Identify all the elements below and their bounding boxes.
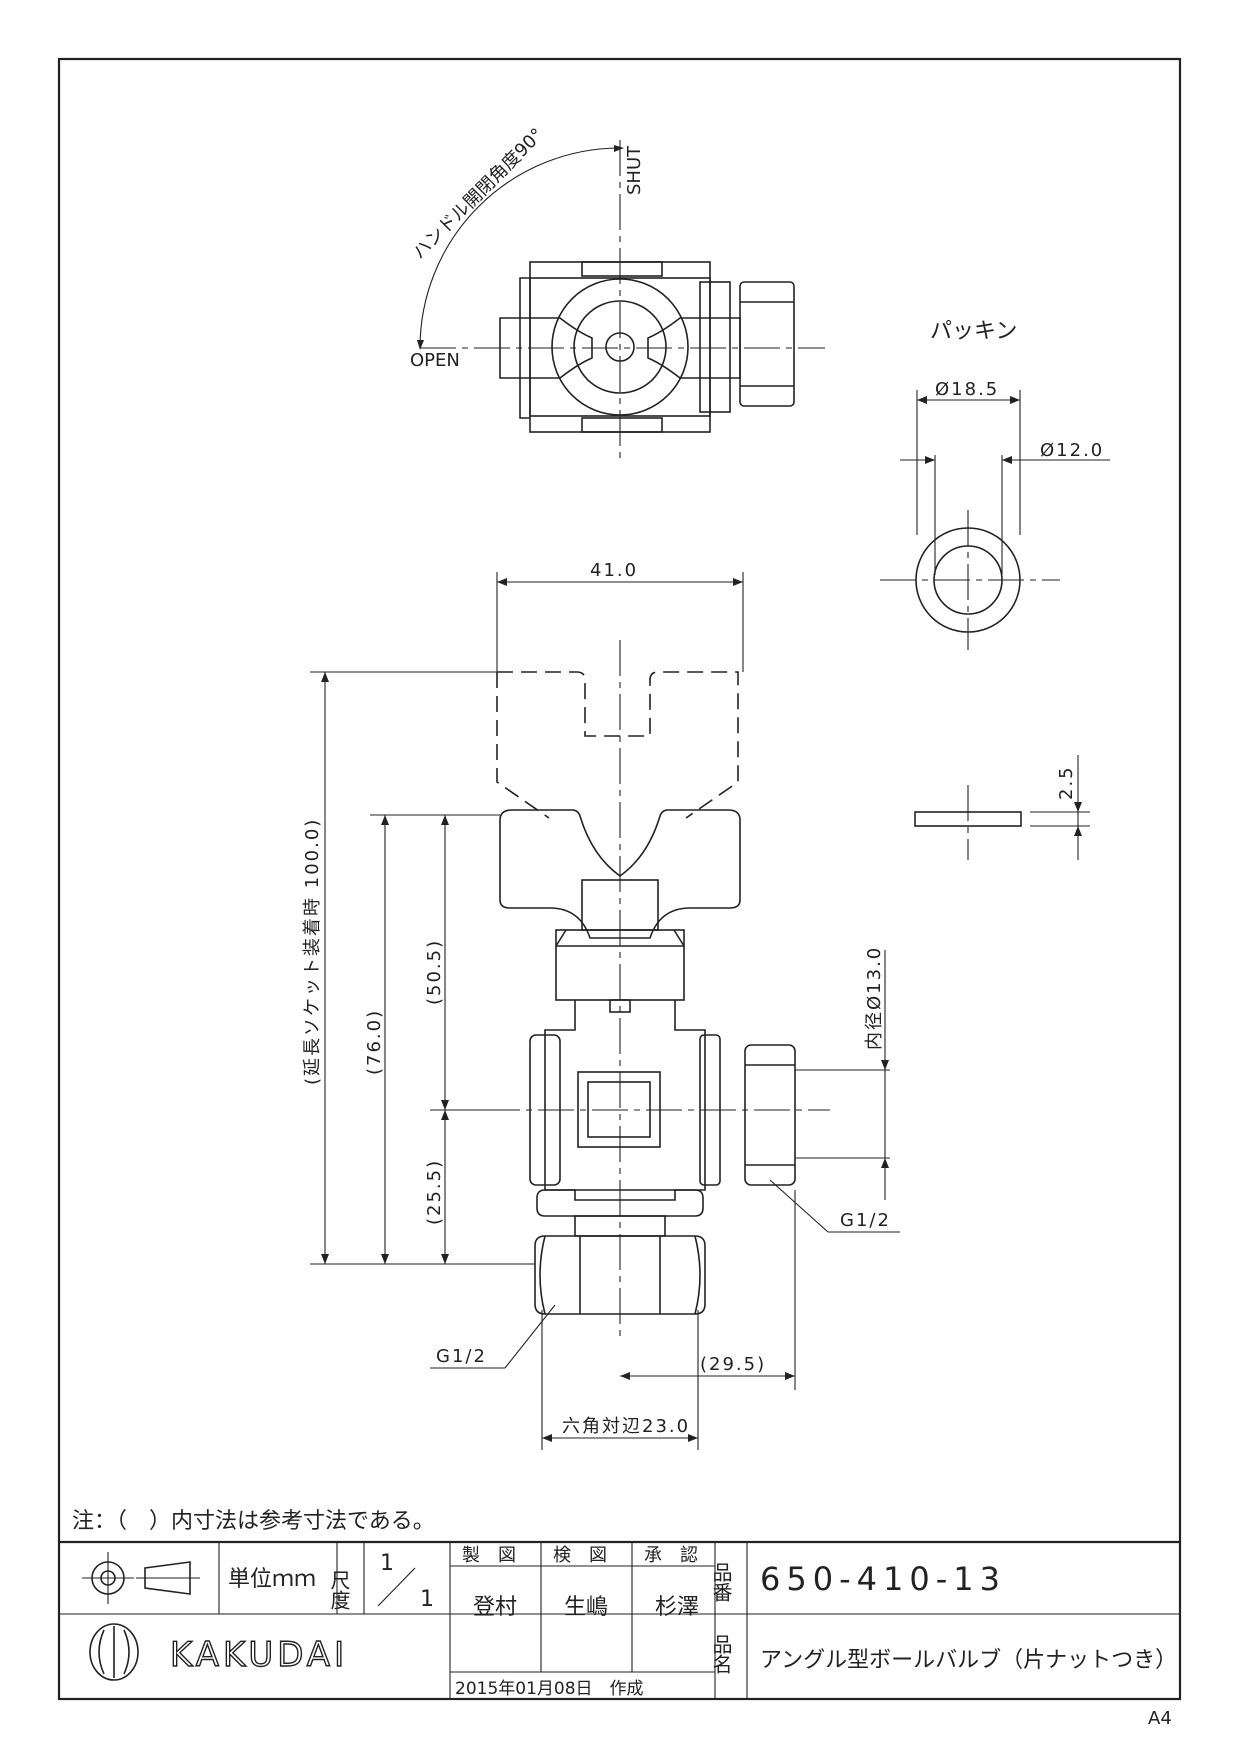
dim-extension: (延長ソケット装着時 100.0) [302,818,323,1085]
packing-dim-outer: Ø18.5 [935,379,999,400]
part-no: 650-410-13 [760,1560,1006,1598]
front-view: 41.0 (延長ソケット装着時 100.0) (76.0) (50.5) (25… [302,560,900,1450]
thread-inlet-label: G1/2 [436,1346,487,1367]
checked-label: 検 図 [553,1545,607,1566]
scale-value-bottom: 1 [420,1587,434,1612]
thread-outlet-label: G1/2 [840,1210,891,1231]
scale-label: 尺度 [327,1570,351,1610]
drawing-note: 注：（ ）内寸法は参考寸法である。 [72,1509,435,1534]
label-shut: SHUT [624,145,645,195]
dim-offset: (29.5) [700,1354,766,1375]
packing-title: パッキン [930,319,1017,344]
dim-width: 41.0 [590,560,638,581]
made-by: 登村 [473,1595,517,1620]
dim-total: (76.0) [364,1009,385,1075]
part-name-label: 品名 [709,1634,733,1674]
dim-hex: 六角対辺23.0 [562,1416,690,1437]
drawing-frame [57,57,1182,1701]
packing-dim-inner: Ø12.0 [1040,440,1104,461]
packing-view: パッキン Ø18.5 Ø12.0 2.5 [880,319,1110,860]
approved-label: 承 認 [644,1545,698,1566]
third-angle-projection-icon [82,1552,200,1604]
dim-bore: 内径Ø13.0 [864,946,885,1050]
top-view: SHUT OPEN ハンドル開閉角度90° [409,124,825,460]
date-created: 2015年01月08日 作成 [455,1679,644,1699]
title-block: 単位ｍｍ 尺度 1 1 製 図 検 図 承 認 登村 生嶋 杉澤 2015年01… [59,1540,1180,1699]
approved-by: 杉澤 [655,1595,699,1620]
dim-upper: (50.5) [424,939,445,1005]
made-label: 製 図 [462,1545,516,1566]
label-open: OPEN [410,350,460,371]
brand-name: KAKUDAI [170,1635,348,1675]
part-name: アングル型ボールバルブ（片ナットつき） [760,1648,1177,1673]
scale-value-top: 1 [380,1551,394,1576]
packing-dim-thickness: 2.5 [1056,765,1077,800]
dim-lower: (25.5) [424,1159,445,1225]
label-handle-angle: ハンドル開閉角度90° [409,124,548,263]
part-no-label: 品番 [709,1562,733,1602]
checked-by: 生嶋 [564,1595,608,1620]
kakudai-logo: KAKUDAI [89,1623,348,1681]
paper-size: A4 [1148,1708,1172,1729]
unit-label: 単位ｍｍ [228,1567,316,1592]
